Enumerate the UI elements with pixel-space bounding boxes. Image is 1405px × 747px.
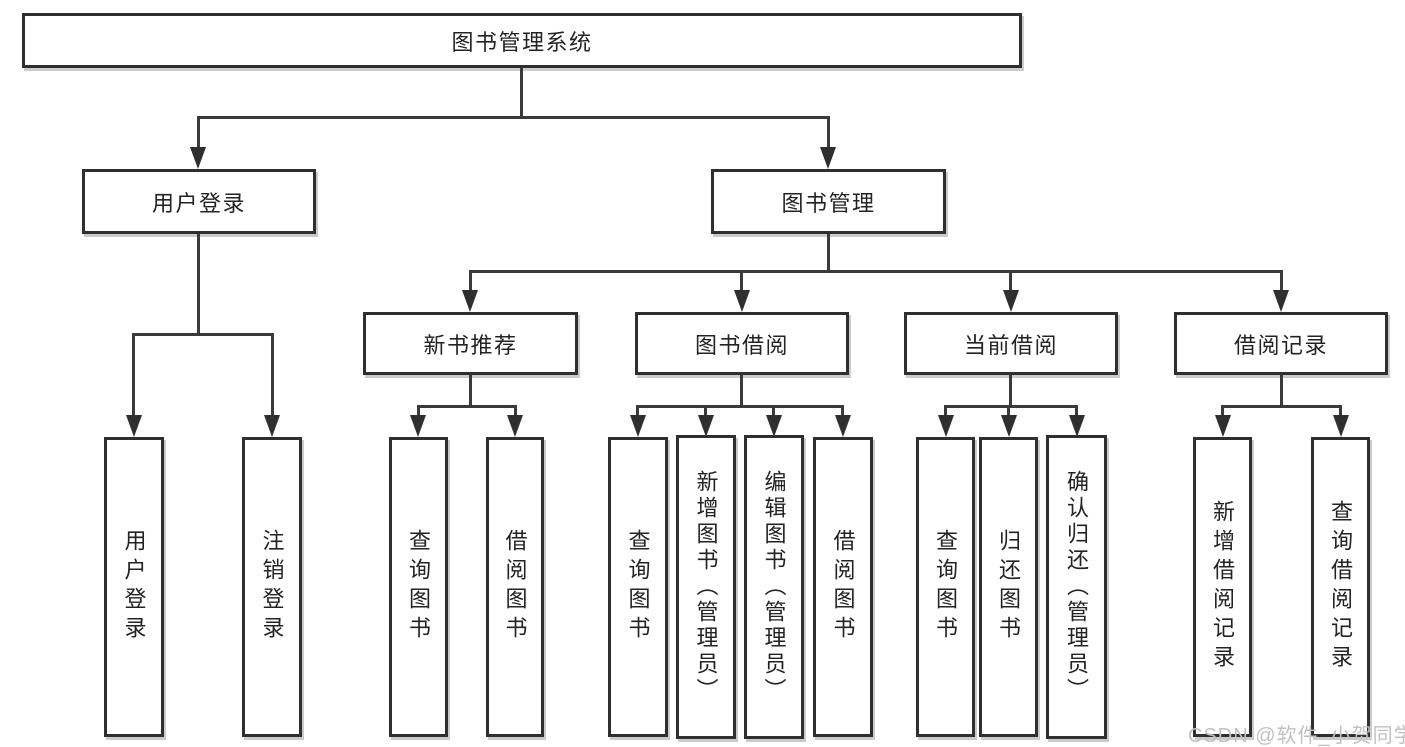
connector-borrow-stem bbox=[740, 375, 743, 407]
leaf-query-borrow-record-label: 查询借阅记录 bbox=[1328, 500, 1354, 674]
leaf-user-login-label: 用户登录 bbox=[121, 529, 147, 645]
node-root-label: 图书管理系统 bbox=[451, 29, 593, 55]
leaf-add-borrow-record: 新增借阅记录 bbox=[1193, 437, 1252, 737]
leaf-confirm-return-admin: 确认归还（管理员） bbox=[1046, 435, 1107, 739]
arrowhead-edit-book-icon bbox=[766, 415, 782, 437]
leaf-query-books-recommend: 查询图书 bbox=[389, 437, 448, 737]
leaf-add-book-admin: 新增图书（管理员） bbox=[676, 435, 736, 739]
arrowhead-query1-icon bbox=[410, 415, 426, 437]
leaf-query-books-borrow: 查询图书 bbox=[608, 437, 668, 737]
connector-current-crossbar bbox=[944, 405, 1078, 408]
connector-current-stem bbox=[1009, 375, 1012, 407]
leaf-edit-book-admin: 编辑图书（管理员） bbox=[744, 435, 804, 739]
leaf-logout-label: 注销登录 bbox=[259, 529, 285, 645]
connector-drop-add-record bbox=[1221, 405, 1224, 417]
arrowhead-add-book-icon bbox=[698, 415, 714, 437]
leaf-query-books-recommend-label: 查询图书 bbox=[406, 529, 432, 645]
leaf-user-login: 用户登录 bbox=[104, 437, 164, 737]
arrowhead-user-login-icon bbox=[190, 147, 206, 169]
node-root-system: 图书管理系统 bbox=[22, 13, 1022, 68]
arrowhead-recommend-icon bbox=[462, 290, 478, 312]
arrowhead-leaf-logout-icon bbox=[264, 415, 280, 437]
connector-drop-confirm-return bbox=[1075, 405, 1078, 417]
leaf-return-book-label: 归还图书 bbox=[996, 529, 1022, 645]
node-book-borrow: 图书借阅 bbox=[635, 312, 849, 375]
connector-drop-book-management bbox=[827, 116, 830, 148]
connector-drop-records bbox=[1280, 270, 1283, 292]
node-user-login-label: 用户登录 bbox=[151, 190, 246, 216]
arrowhead-query3-icon bbox=[938, 415, 954, 437]
arrowhead-return-icon bbox=[1001, 415, 1017, 437]
connector-drop-leaf-login bbox=[132, 333, 135, 417]
connector-drop-edit-book bbox=[772, 405, 775, 417]
connector-book-management-stem bbox=[827, 234, 830, 272]
leaf-add-borrow-record-label: 新增借阅记录 bbox=[1210, 500, 1236, 674]
connector-drop-borrow1 bbox=[514, 405, 517, 417]
arrowhead-book-management-icon bbox=[820, 147, 836, 169]
connector-drop-current bbox=[1009, 270, 1012, 292]
connector-drop-recommend bbox=[469, 270, 472, 292]
connector-drop-leaf-logout bbox=[271, 333, 274, 417]
node-current-borrow: 当前借阅 bbox=[904, 312, 1118, 375]
connector-drop-borrow2 bbox=[841, 405, 844, 417]
connector-recommend-crossbar bbox=[417, 405, 517, 408]
arrowhead-borrow-icon bbox=[734, 290, 750, 312]
connector-drop-query2 bbox=[636, 405, 639, 417]
arrowhead-confirm-return-icon bbox=[1069, 415, 1085, 437]
leaf-edit-book-admin-label: 编辑图书（管理员） bbox=[761, 470, 787, 704]
node-book-management-label: 图书管理 bbox=[781, 190, 876, 216]
arrowhead-records-icon bbox=[1273, 290, 1289, 312]
arrowhead-borrow1-icon bbox=[507, 415, 523, 437]
arrowhead-leaf-login-icon bbox=[126, 415, 142, 437]
connector-drop-user-login bbox=[197, 116, 200, 148]
connector-drop-query1 bbox=[417, 405, 420, 417]
connector-records-crossbar bbox=[1221, 405, 1342, 408]
leaf-query-books-borrow-label: 查询图书 bbox=[625, 529, 651, 645]
connector-drop-add-book bbox=[704, 405, 707, 417]
connector-drop-query3 bbox=[944, 405, 947, 417]
connector-root-stem bbox=[520, 68, 523, 118]
leaf-return-book: 归还图书 bbox=[979, 437, 1038, 737]
leaf-confirm-return-admin-label: 确认归还（管理员） bbox=[1064, 470, 1090, 704]
leaf-borrow-books-recommend-label: 借阅图书 bbox=[502, 529, 528, 645]
leaf-borrow-books-borrow-label: 借阅图书 bbox=[830, 529, 856, 645]
connector-drop-borrow bbox=[740, 270, 743, 292]
arrowhead-query2-icon bbox=[630, 415, 646, 437]
connector-drop-return bbox=[1007, 405, 1010, 417]
connector-records-stem bbox=[1280, 375, 1283, 407]
connector-drop-query-record bbox=[1339, 405, 1342, 417]
connector-book-management-crossbar bbox=[469, 270, 1283, 273]
leaf-logout: 注销登录 bbox=[242, 437, 302, 737]
node-current-borrow-label: 当前借阅 bbox=[963, 332, 1058, 358]
leaf-query-books-current-label: 查询图书 bbox=[933, 529, 959, 645]
arrowhead-query-record-icon bbox=[1333, 415, 1349, 437]
leaf-borrow-books-recommend: 借阅图书 bbox=[486, 437, 544, 737]
arrowhead-current-icon bbox=[1003, 290, 1019, 312]
node-new-book-recommend-label: 新书推荐 bbox=[423, 332, 518, 358]
node-user-login-branch: 用户登录 bbox=[82, 169, 316, 234]
leaf-query-books-current: 查询图书 bbox=[916, 437, 975, 737]
node-book-borrow-label: 图书借阅 bbox=[694, 332, 789, 358]
connector-user-login-stem bbox=[197, 234, 200, 335]
node-borrow-records: 借阅记录 bbox=[1174, 312, 1388, 375]
connector-user-login-crossbar bbox=[132, 333, 274, 336]
leaf-borrow-books-borrow: 借阅图书 bbox=[813, 437, 873, 737]
arrowhead-borrow2-icon bbox=[835, 415, 851, 437]
node-new-book-recommend: 新书推荐 bbox=[363, 312, 578, 375]
leaf-add-book-admin-label: 新增图书（管理员） bbox=[693, 470, 719, 704]
leaf-query-borrow-record: 查询借阅记录 bbox=[1311, 437, 1370, 737]
node-borrow-records-label: 借阅记录 bbox=[1233, 332, 1328, 358]
connector-borrow-crossbar bbox=[636, 405, 844, 408]
connector-recommend-stem bbox=[469, 375, 472, 407]
node-book-management: 图书管理 bbox=[711, 169, 946, 234]
arrowhead-add-record-icon bbox=[1215, 415, 1231, 437]
csdn-watermark: CSDN @软件_小贺同学 bbox=[1188, 725, 1405, 747]
connector-root-crossbar bbox=[197, 116, 830, 119]
